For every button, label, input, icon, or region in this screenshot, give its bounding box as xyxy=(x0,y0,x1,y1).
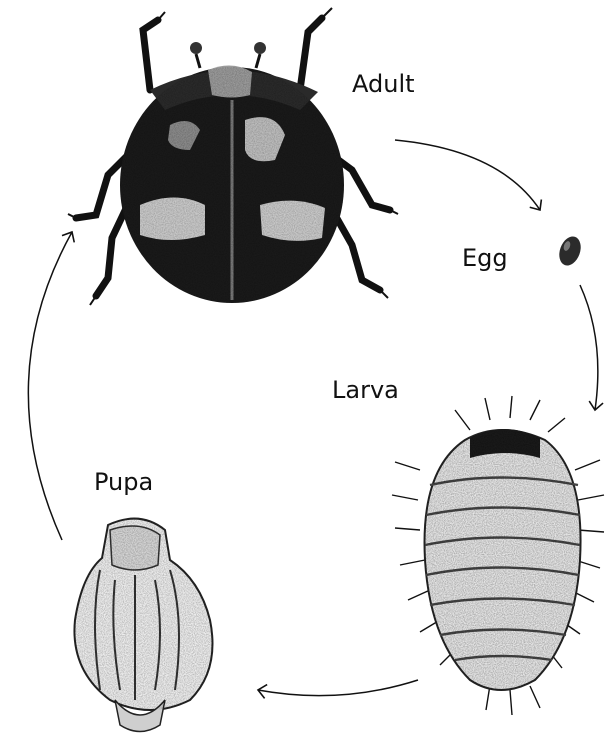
larva-label: Larva xyxy=(332,376,399,404)
pupa-label: Pupa xyxy=(94,468,153,496)
larva-illustration xyxy=(392,396,604,715)
arrow-adult-to-egg xyxy=(395,140,540,210)
adult-label: Adult xyxy=(352,70,415,98)
adult-beetle-illustration xyxy=(68,8,398,305)
pupa-illustration xyxy=(74,519,212,732)
egg-label: Egg xyxy=(462,244,508,272)
egg-illustration xyxy=(555,233,584,268)
arrow-larva-to-pupa xyxy=(258,680,418,696)
arrow-egg-to-larva xyxy=(580,285,598,410)
arrow-pupa-to-adult xyxy=(28,232,72,540)
